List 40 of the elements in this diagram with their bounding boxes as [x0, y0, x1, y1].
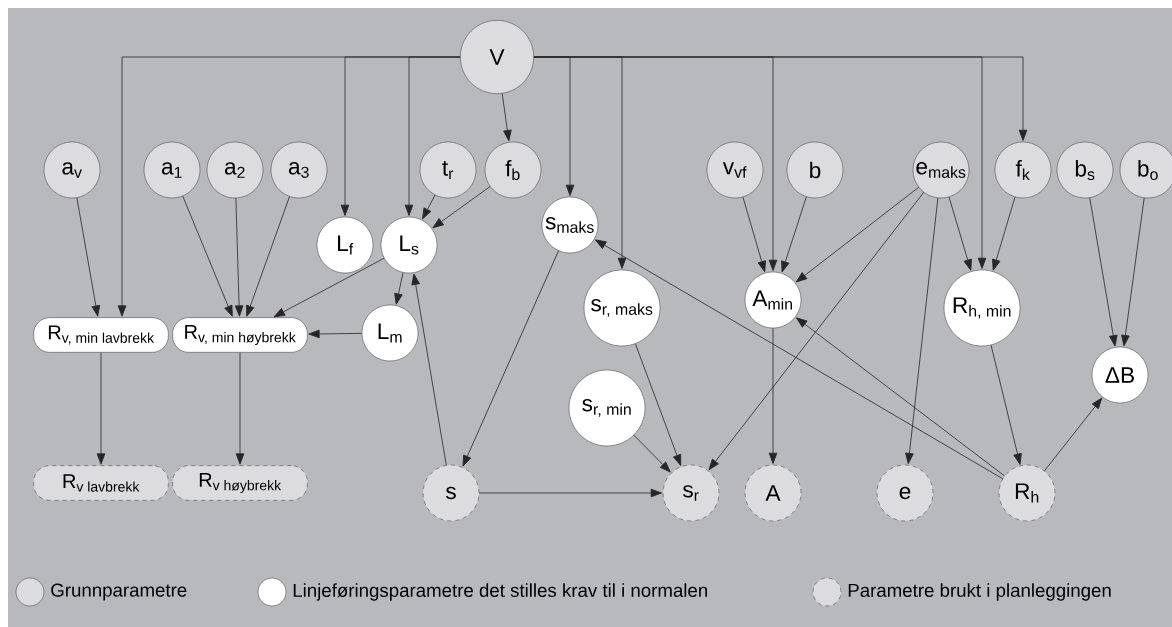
arrow [1044, 397, 1103, 472]
arrow [742, 196, 766, 273]
arrow [76, 197, 101, 317]
arrow [948, 196, 972, 271]
arrow [234, 197, 244, 317]
arrow [1121, 197, 1145, 347]
arrow [432, 186, 491, 229]
arrow [708, 191, 925, 471]
arrow [182, 195, 233, 317]
arrow [992, 196, 1016, 271]
arrow [768, 327, 778, 464]
arrow [501, 93, 512, 142]
arrow [1089, 197, 1118, 347]
arrow [478, 488, 662, 498]
parameter-box: $\text{R}_{\text{v lavbrekk}}$ [33, 465, 169, 501]
arrow [633, 434, 671, 473]
parameter-box: $\text{R}_{\text{v, min lavbrekk}}$ [33, 317, 169, 353]
arrow [422, 194, 436, 220]
arrow [796, 317, 1005, 477]
arrow [462, 250, 559, 467]
arrow [533, 56, 1028, 141]
arrow [308, 329, 363, 339]
legend-label: Parametre brukt i planleggingen [848, 583, 1111, 601]
arrow [781, 196, 807, 273]
arrow [905, 197, 939, 465]
arrow [404, 56, 461, 216]
arrow [795, 186, 920, 283]
arrow [411, 273, 447, 466]
legend-label: Linjeføringsparametre det stilles krav til i normalen [293, 583, 707, 601]
arrow [246, 196, 290, 317]
arrow [96, 352, 106, 465]
arrow [635, 343, 682, 466]
arrow [273, 257, 385, 318]
parameter-box: $\text{R}_{\text{v, min høybrekk}}$ [172, 317, 308, 353]
parameter-box: $\text{R}_{\text{v høybrekk}}$ [172, 465, 308, 501]
arrow [990, 344, 1022, 465]
arrow [235, 352, 245, 465]
arrow [595, 239, 1003, 480]
arrow [394, 272, 404, 305]
legend-label: Grunnparametre [51, 583, 187, 601]
